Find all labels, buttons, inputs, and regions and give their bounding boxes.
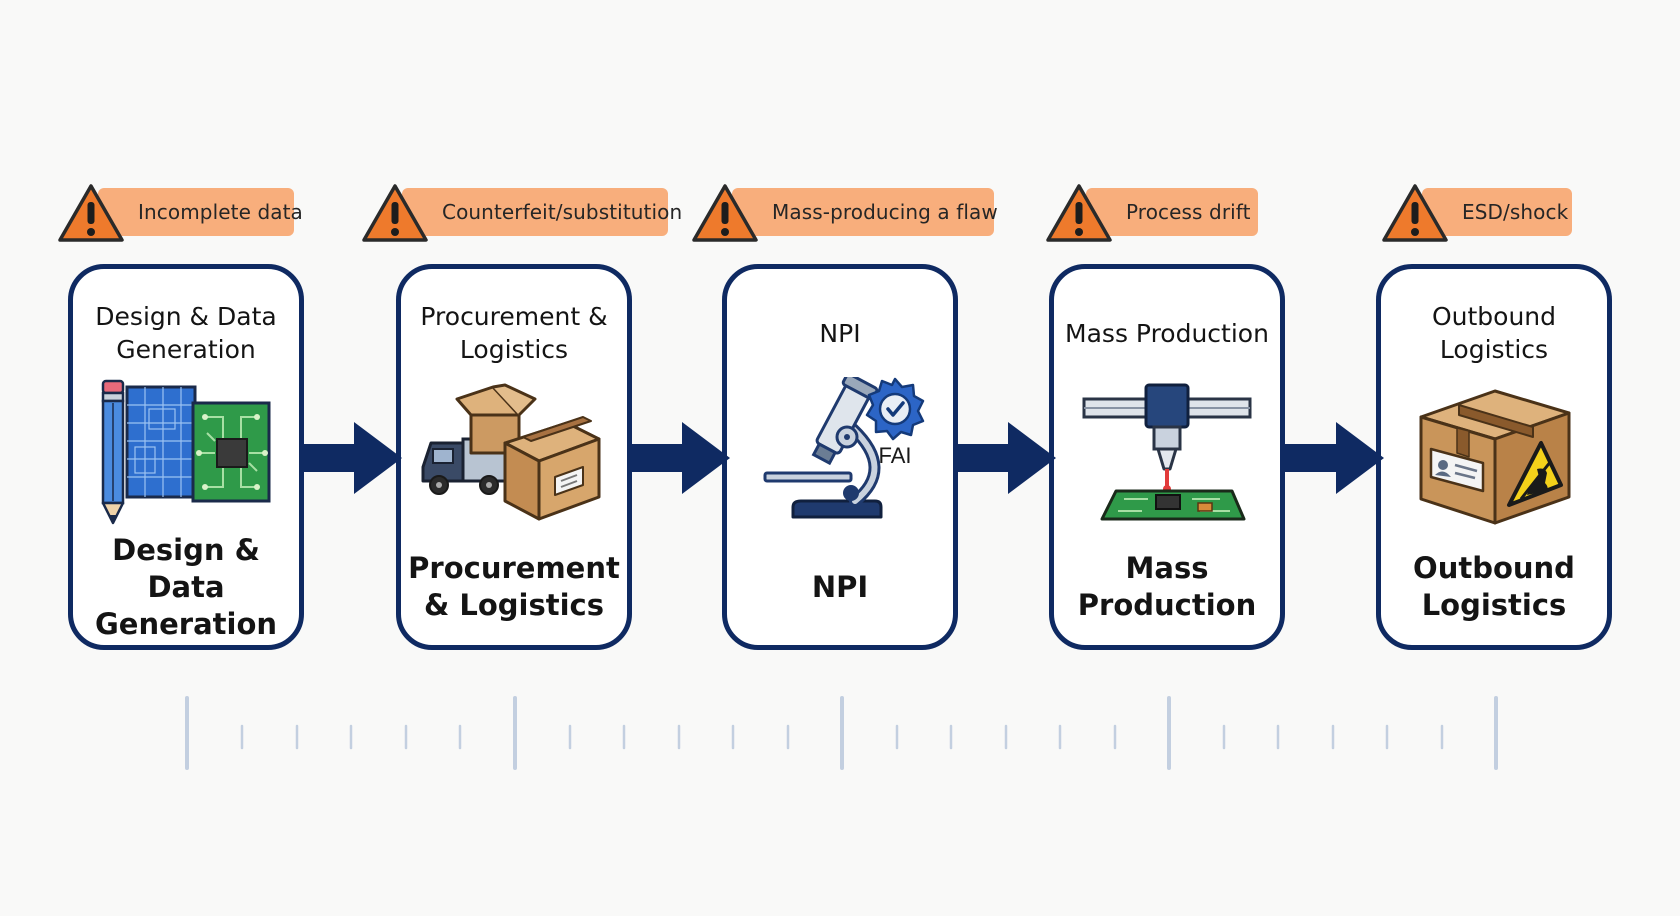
stage-title-top: Procurement & Logistics — [420, 302, 608, 364]
stage-title-top: Mass Production — [1065, 318, 1269, 348]
stage-title-top: NPI — [819, 318, 861, 348]
stage-title-top: Outbound Logistics — [1431, 302, 1557, 364]
esd-package-icon — [1419, 389, 1571, 525]
warning-triangle-icon — [1046, 184, 1112, 242]
stage-card-mass-production: Mass Production Mass Production — [1049, 264, 1285, 650]
blueprint-pcb-icon — [101, 379, 271, 525]
flow-arrow-icon — [630, 422, 730, 494]
warning-text: ESD/shock — [1462, 200, 1569, 224]
stage-title-bottom: Outbound Logistics — [1413, 551, 1575, 622]
truck-boxes-icon — [421, 383, 601, 521]
warning-label-box: ESD/shock — [1422, 188, 1572, 236]
warning-triangle-icon — [362, 184, 428, 242]
stage-title-bottom: Procurement & Logistics — [408, 551, 620, 622]
stage-card-design: Design & Data Generation — [68, 264, 304, 650]
timeline-ruler — [185, 696, 1498, 770]
stage-card-outbound: Outbound Logistics Outbound Logistics — [1376, 264, 1612, 650]
warning-triangle-icon — [1382, 184, 1448, 242]
stage-title-bottom: NPI — [811, 569, 869, 604]
warning-text: Incomplete data — [138, 200, 303, 224]
warning-callout-design: Incomplete data — [56, 182, 303, 244]
stage-card-npi: NPI FAI NPI — [722, 264, 958, 650]
warning-label-box: Incomplete data — [98, 188, 303, 236]
stage-title-bottom: Mass Production — [1077, 551, 1257, 622]
fai-badge-label: FAI — [878, 443, 911, 468]
pick-and-place-icon — [1082, 383, 1252, 521]
warning-callout-outbound: ESD/shock — [1380, 182, 1580, 244]
warning-label-box: Counterfeit/substitution — [402, 188, 682, 236]
warning-triangle-icon — [692, 184, 758, 242]
flow-arrow-icon — [1284, 422, 1384, 494]
fai-badge-icon — [865, 377, 925, 441]
flow-arrow-icon — [302, 422, 402, 494]
warning-text: Mass-producing a flaw — [772, 200, 998, 224]
warning-label-box: Process drift — [1086, 188, 1258, 236]
warning-label-box: Mass-producing a flaw — [732, 188, 998, 236]
warning-callout-mass-production: Process drift — [1044, 182, 1264, 244]
microscope-icon: FAI — [763, 377, 925, 519]
warning-callout-procurement: Counterfeit/substitution — [360, 182, 682, 244]
stage-title-bottom: Design & Data Generation — [94, 532, 278, 641]
warning-text: Counterfeit/substitution — [442, 200, 683, 224]
stage-title-top: Design & Data Generation — [95, 302, 277, 364]
warning-triangle-icon — [58, 184, 124, 242]
stage-card-procurement: Procurement & Logistics Procurement & Lo… — [396, 264, 632, 650]
flow-arrow-icon — [956, 422, 1056, 494]
warning-callout-npi: Mass-producing a flaw — [690, 182, 1000, 244]
warning-text: Process drift — [1126, 200, 1251, 224]
